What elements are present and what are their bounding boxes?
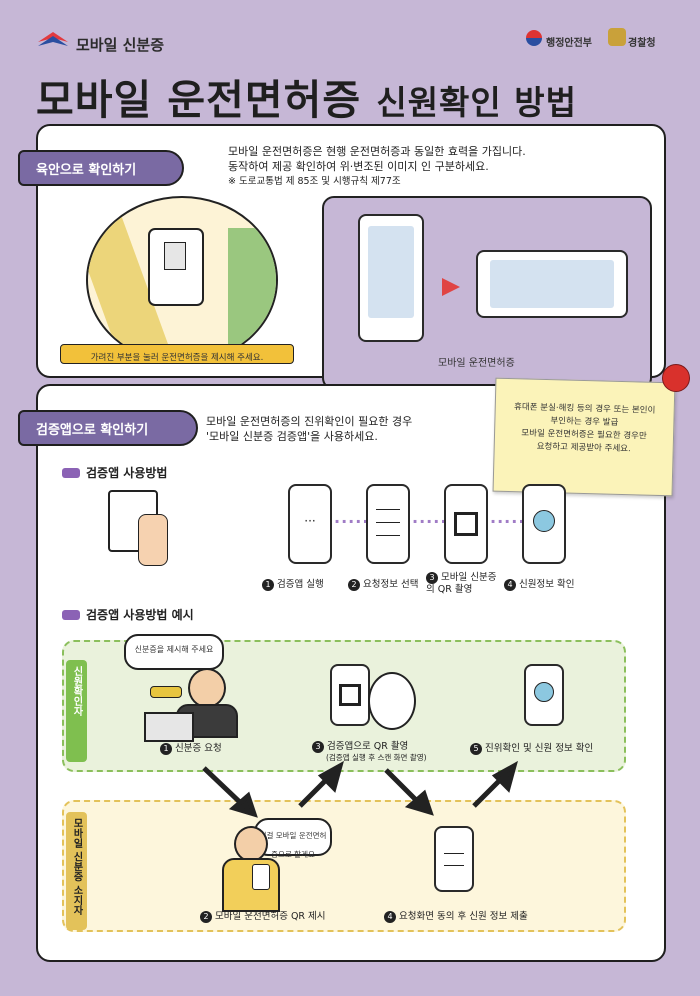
desc-line: 모바일 운전면허증은 현행 운전면허증과 동일한 효력을 가집니다. [228, 145, 526, 158]
sticky-note: 휴대폰 분실·해킹 등의 경우 또는 본인이 부인하는 경우 발급 모바일 운전… [492, 377, 676, 497]
hand-holding-phone-illustration [86, 196, 278, 364]
pin-icon [662, 364, 690, 392]
hand-with-phone-illustration [368, 672, 416, 730]
example-step-label: (검증앱 실행 후 스캔 화면 촬영) [326, 753, 427, 762]
desc-line: 동작하여 제공 확인하여 위·변조된 이미지 인 구분하세요. [228, 160, 489, 173]
example-phone-result [524, 664, 564, 726]
tab-app-check-label: 검증앱으로 확인하기 [36, 422, 149, 438]
example-phone-scan [330, 664, 370, 726]
logo-mark-icon [38, 32, 68, 46]
verifier-person-illustration [144, 668, 244, 742]
desc-line: 모바일 운전면허증의 진위확인이 필요한 경우 [206, 415, 413, 428]
note-text: 휴대폰 분실·해킹 등의 경우 또는 본인이 부인하는 경우 발급 모바일 운전… [495, 379, 675, 458]
title-main: 모바일 운전면허증 [36, 76, 362, 124]
logo-text: 모바일 신분증 [76, 36, 165, 54]
verifier-label: 신원확인자 [66, 660, 87, 762]
tab-visual-check-label: 육안으로 확인하기 [36, 162, 137, 178]
id-face-icon [534, 682, 554, 702]
arrow-right-icon [442, 278, 460, 296]
desc-line: ※ 도로교통법 제 85조 및 시행규칙 제77조 [228, 176, 401, 187]
police-emblem-icon [608, 28, 626, 46]
step-phone-3 [444, 484, 488, 564]
step-phone-2 [366, 484, 410, 564]
police-name: 경찰청 [628, 38, 656, 49]
step-phone-4 [522, 484, 566, 564]
id-face-icon [533, 510, 555, 532]
speech-bubble-verifier: 신분증을 제시해 주세요 [124, 634, 224, 670]
example-phone-consent [434, 826, 474, 892]
visual-check-desc: 모바일 운전면허증은 현행 운전면허증과 동일한 효력을 가집니다. 동작하여 … [228, 144, 658, 189]
holder-lane [62, 800, 626, 932]
ministry-name: 행정안전부 [546, 38, 592, 49]
title-sub: 신원확인 방법 [376, 83, 577, 122]
qr-code-icon [454, 512, 478, 536]
howto-title: 검증앱 사용방법 [86, 466, 168, 480]
hand-tapping-illustration [108, 490, 182, 566]
page-title: 모바일 운전면허증 신원확인 방법 [36, 66, 577, 126]
holder-person-illustration [218, 826, 282, 912]
pointing-hand-icon [62, 610, 80, 620]
step-phone-1: ··· [288, 484, 332, 564]
desc-line: '모바일 신분증 검증앱'을 사용하세요. [206, 430, 378, 443]
phone-caption: 모바일 운전면허증 [438, 358, 515, 369]
example-title: 검증앱 사용방법 예시 [86, 608, 194, 622]
holder-label: 모바일 신분증 소지자 [66, 812, 87, 930]
ministry-emblem-icon [526, 30, 542, 46]
tab-app-check: 검증앱으로 확인하기 [18, 410, 198, 446]
caption-bar: 가려진 부분을 눌러 운전면허증을 제시해 주세요. [60, 344, 294, 364]
logo [36, 28, 70, 54]
caption-text: 가려진 부분을 눌러 운전면허증을 제시해 주세요. [90, 353, 264, 363]
phone-landscape-illustration [476, 250, 628, 318]
phone-portrait-illustration [358, 214, 424, 342]
qr-code-icon [339, 684, 361, 706]
pointing-hand-icon [62, 468, 80, 478]
app-check-desc: 모바일 운전면허증의 진위확인이 필요한 경우 '모바일 신분증 검증앱'을 사… [206, 414, 486, 444]
tab-visual-check: 육안으로 확인하기 [18, 150, 184, 186]
